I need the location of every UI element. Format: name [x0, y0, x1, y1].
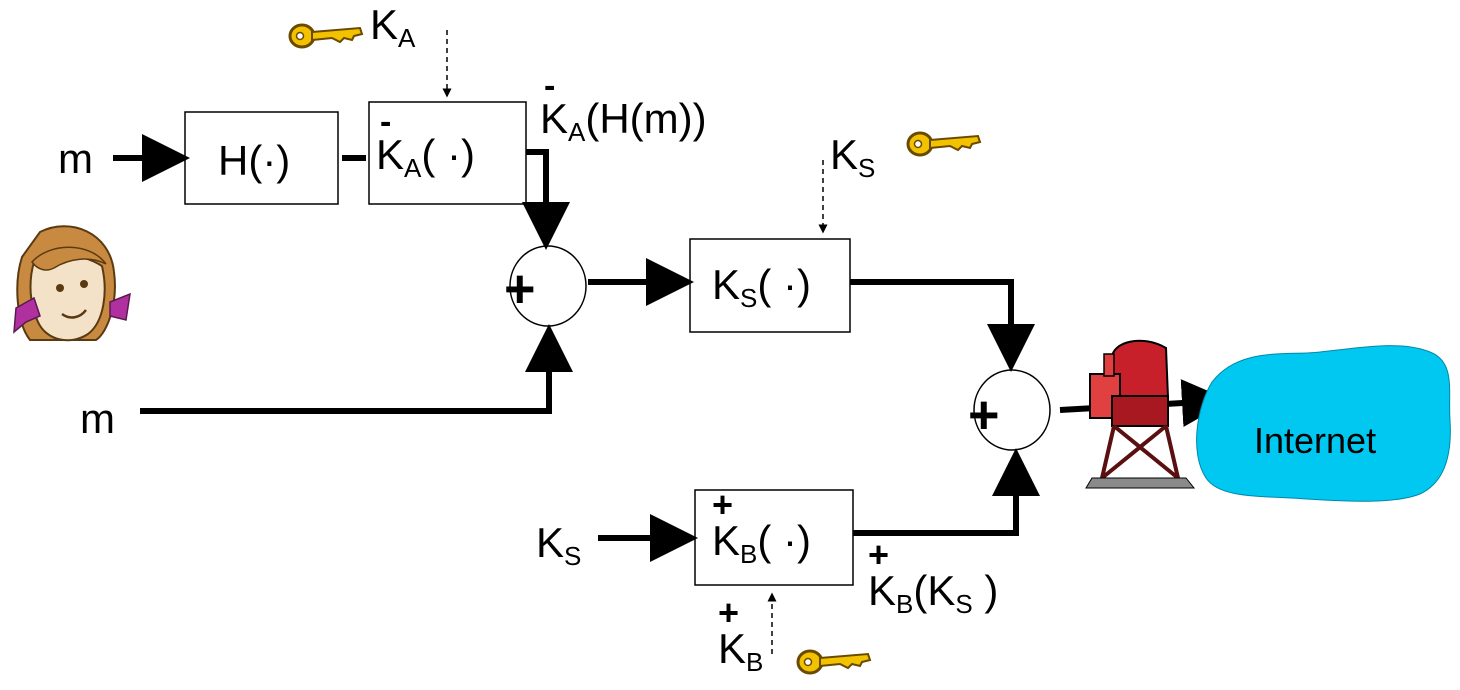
sign-box [368, 101, 527, 205]
signed-hash-label: K-A(H(m)) [540, 67, 707, 147]
key-icon [288, 23, 364, 49]
public-key-encrypt-box [694, 489, 854, 586]
encrypted-session-key-label: K+B(KS ) [868, 534, 999, 619]
girl-avatar-icon [13, 225, 131, 342]
arrow-ks-to-combiner2 [850, 279, 1035, 372]
session-key-top-label: KS [830, 131, 876, 183]
arrow-m-to-combiner [140, 324, 573, 414]
key-icon [796, 649, 872, 675]
hash-box-label: H(·) [218, 137, 291, 184]
public-key-encrypt-label: K+B( ·) [712, 484, 811, 569]
bob-public-key-label: K+B [718, 592, 764, 677]
internet-label: Internet [1254, 420, 1377, 461]
mailbox-icon [1085, 339, 1196, 489]
internet-cloud-icon [1196, 345, 1451, 502]
session-key-left-label: KS [536, 519, 582, 571]
message-label-bottom: m [80, 395, 115, 442]
message-label-top: m [58, 135, 93, 182]
key-icon [906, 131, 982, 157]
combiner-2-plus: + [968, 385, 1000, 445]
symmetric-encrypt-box [689, 238, 851, 333]
hash-box [184, 111, 339, 205]
sign-box-label: K-A( ·) [376, 103, 475, 183]
arrow-sign-to-combiner [522, 149, 570, 250]
arrow-kb-to-combiner2 [853, 448, 1040, 536]
key-a-minus-label: K-A [370, 0, 416, 53]
combiner-1-plus: + [504, 259, 536, 319]
symmetric-encrypt-label: KS( ·) [712, 261, 811, 313]
